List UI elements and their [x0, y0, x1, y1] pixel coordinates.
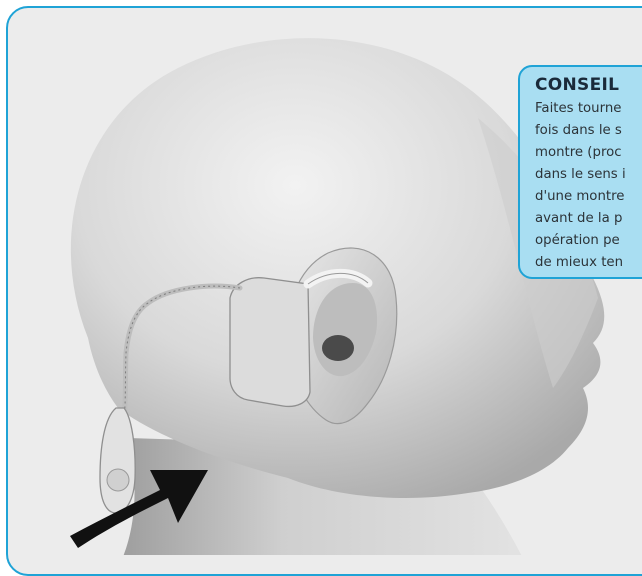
tip-line: Faites tourne: [535, 98, 642, 120]
coil-magnet: [100, 408, 135, 513]
tip-line: fois dans le s: [535, 120, 642, 142]
illustration-frame: CONSEIL Faites tourne fois dans le s mon…: [6, 6, 642, 576]
tip-line: dans le sens i: [535, 164, 642, 186]
tip-box: CONSEIL Faites tourne fois dans le s mon…: [518, 65, 642, 279]
processor-body: [230, 278, 310, 407]
tip-title: CONSEIL: [535, 75, 642, 95]
tip-line: montre (proc: [535, 142, 642, 164]
ear-canal: [322, 335, 354, 361]
tip-line: de mieux ten: [535, 252, 642, 274]
tip-line: d'une montre: [535, 186, 642, 208]
tip-line: opération pe: [535, 230, 642, 252]
tip-line: avant de la p: [535, 208, 642, 230]
